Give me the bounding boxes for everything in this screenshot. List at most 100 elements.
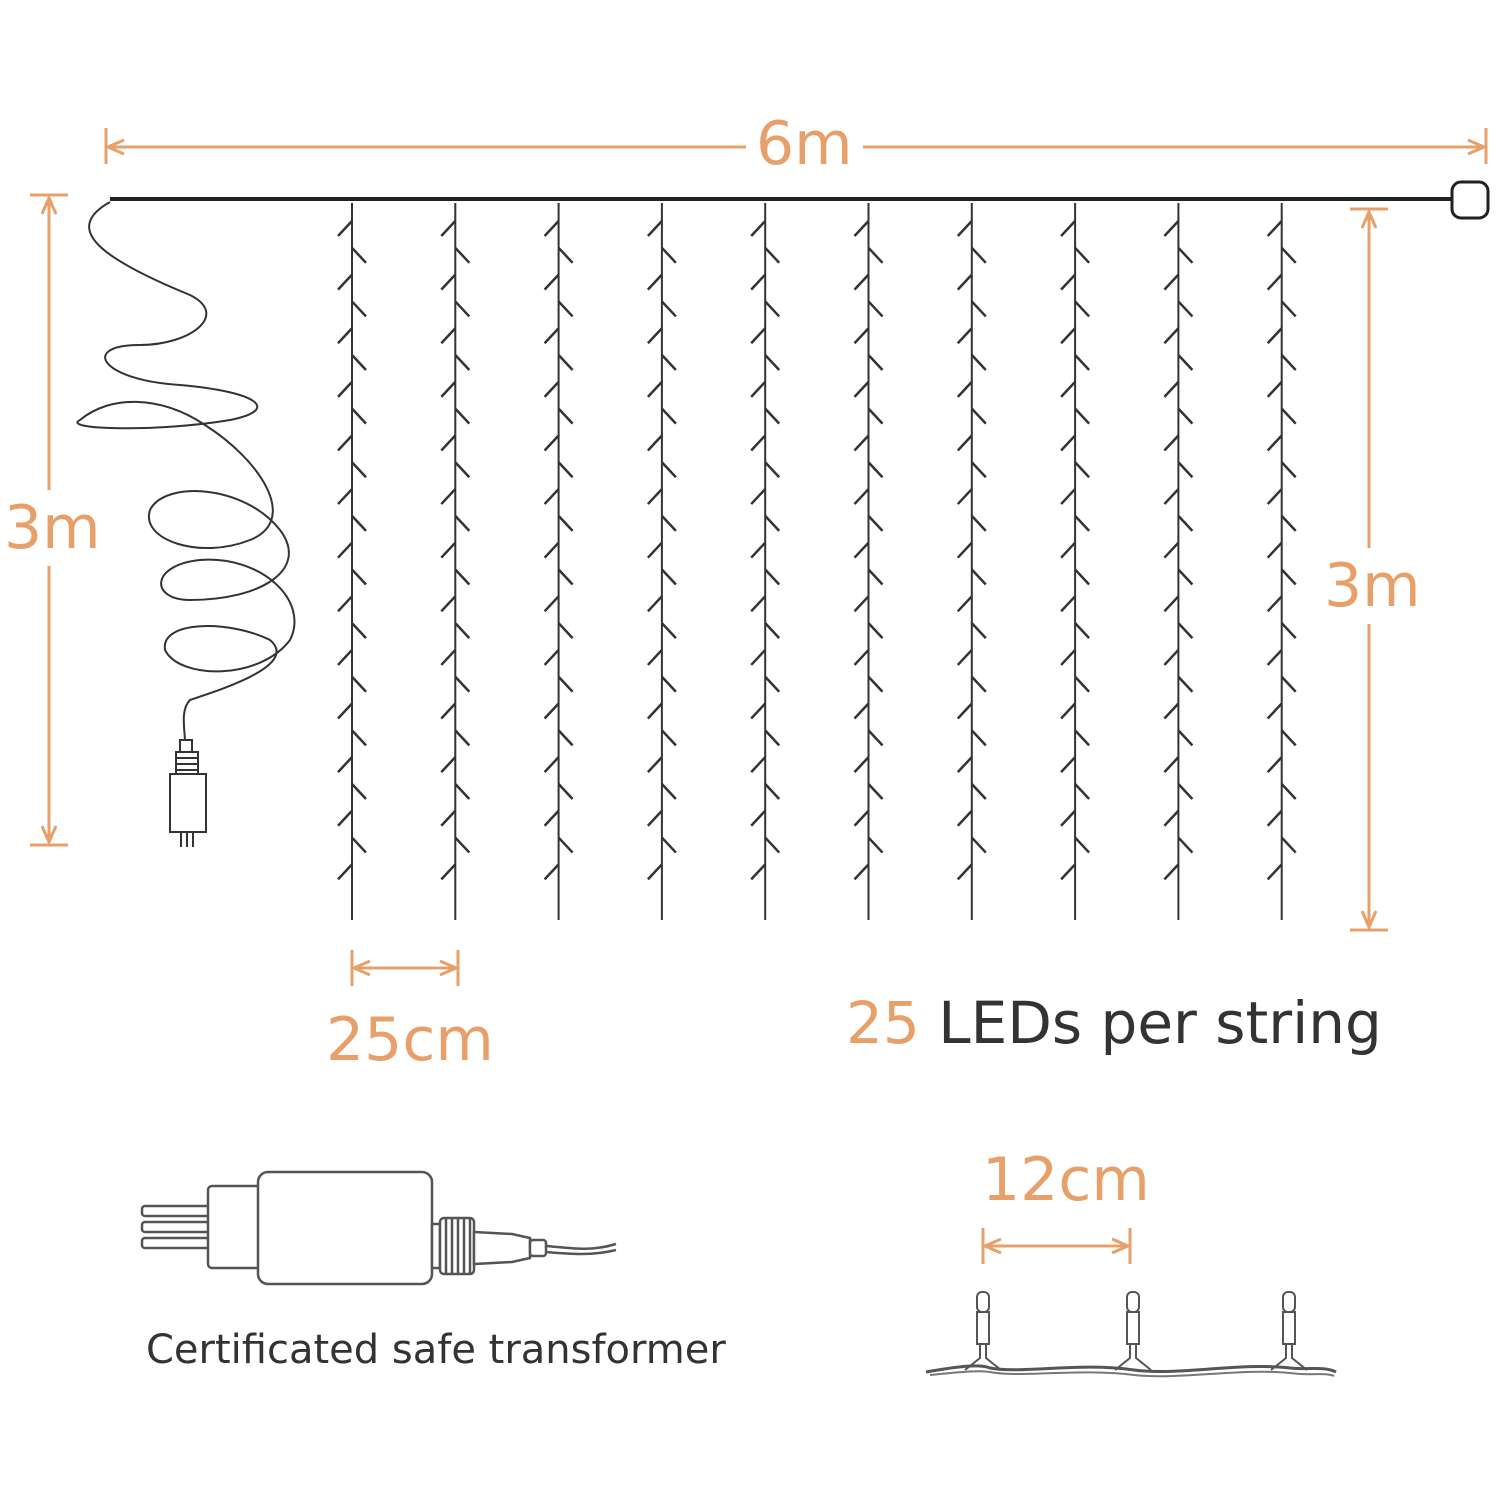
led-bulb <box>454 783 471 800</box>
led-bulb <box>1280 622 1297 639</box>
led-bulb <box>557 515 574 532</box>
led-bulb <box>1266 809 1283 827</box>
led-bulb <box>1177 300 1194 318</box>
led-bulb <box>1177 783 1194 800</box>
led-bulb <box>1163 434 1180 452</box>
led-bulb <box>337 595 353 613</box>
led-bulb <box>454 836 471 854</box>
led-bulb <box>1177 729 1194 747</box>
led-bulb <box>750 434 767 452</box>
led-bulb <box>337 702 353 720</box>
led-bulb <box>970 354 987 371</box>
led-bulb <box>1280 783 1297 800</box>
led-bulb <box>1163 595 1180 613</box>
led-bulb <box>956 220 973 237</box>
light-string <box>750 203 781 920</box>
led-bulb <box>557 246 574 264</box>
led-bulb <box>337 756 353 774</box>
led-bulb <box>454 515 471 532</box>
led-bulb <box>1280 836 1297 854</box>
end-cap-box <box>1450 180 1490 220</box>
led-bulb <box>1280 407 1297 425</box>
led-bulb <box>557 300 574 318</box>
led-bulb <box>454 461 471 479</box>
led-bulb <box>1074 783 1091 800</box>
led-bulb <box>764 461 781 479</box>
led-bulb <box>660 783 677 800</box>
right-height-label: 3m <box>1324 548 1421 624</box>
led-bulb <box>1266 220 1283 237</box>
led-bulb <box>1074 246 1091 264</box>
led-bulb <box>646 434 663 452</box>
led-bulb <box>1280 354 1297 371</box>
led-bulb <box>1060 273 1077 291</box>
led-bulb <box>543 809 560 827</box>
led-bulb <box>440 649 457 666</box>
led-bulb <box>1060 327 1077 345</box>
light-string <box>1266 203 1297 920</box>
led-bulb <box>337 327 353 345</box>
led-bulb <box>970 729 987 747</box>
light-string <box>646 203 677 920</box>
led-bulb <box>557 729 574 747</box>
led-bulb <box>1280 515 1297 532</box>
led-bulb <box>351 515 367 532</box>
led-bulb <box>1074 407 1091 425</box>
led-bulb <box>867 354 884 371</box>
bulb <box>1270 1291 1308 1371</box>
led-bulb <box>1060 220 1077 237</box>
led-bulb <box>543 541 560 559</box>
led-bulb <box>956 541 973 559</box>
led-bulb <box>543 434 560 452</box>
led-bulb <box>764 568 781 586</box>
string-spacing-label: 25cm <box>326 1005 494 1075</box>
led-bulb <box>1177 246 1194 264</box>
led-bulb <box>1177 568 1194 586</box>
led-bulb <box>956 380 973 398</box>
led-bulb <box>1060 702 1077 720</box>
led-bulb <box>646 863 663 881</box>
led-bulb <box>351 300 367 318</box>
led-bulb <box>440 488 457 505</box>
led-bulb <box>337 649 353 666</box>
led-bulb <box>646 541 663 559</box>
led-bulb <box>867 300 884 318</box>
led-bulb <box>853 541 870 559</box>
led-bulb <box>646 809 663 827</box>
led-bulb <box>970 675 987 693</box>
led-bulb <box>970 622 987 639</box>
led-bulb <box>1280 246 1297 264</box>
led-bulb <box>1177 515 1194 532</box>
led-bulb <box>970 515 987 532</box>
led-bulb <box>557 622 574 639</box>
led-bulb <box>1074 836 1091 854</box>
led-bulb <box>351 568 367 586</box>
led-bulb <box>660 568 677 586</box>
bulb-wire <box>925 1364 1337 1374</box>
led-bulb <box>956 809 973 827</box>
led-bulb <box>454 729 471 747</box>
led-bulb <box>853 756 870 774</box>
led-bulb <box>956 756 973 774</box>
led-bulb <box>543 327 560 345</box>
led-bulb <box>956 327 973 345</box>
led-bulb <box>764 246 781 264</box>
led-bulb <box>1163 702 1180 720</box>
led-bulb <box>557 354 574 371</box>
led-bulb <box>351 461 367 479</box>
bulb-spacing-dimension-arrow <box>981 1228 1132 1264</box>
led-bulb <box>557 783 574 800</box>
led-bulb <box>853 273 870 291</box>
led-bulb <box>956 649 973 666</box>
led-bulb <box>440 809 457 827</box>
led-bulb <box>337 863 353 881</box>
led-bulb <box>543 595 560 613</box>
led-bulb <box>454 622 471 639</box>
led-bulb <box>440 541 457 559</box>
led-bulb <box>557 568 574 586</box>
led-bulb <box>543 488 560 505</box>
led-bulb <box>1060 595 1077 613</box>
led-bulb <box>970 568 987 586</box>
led-bulb <box>440 434 457 452</box>
